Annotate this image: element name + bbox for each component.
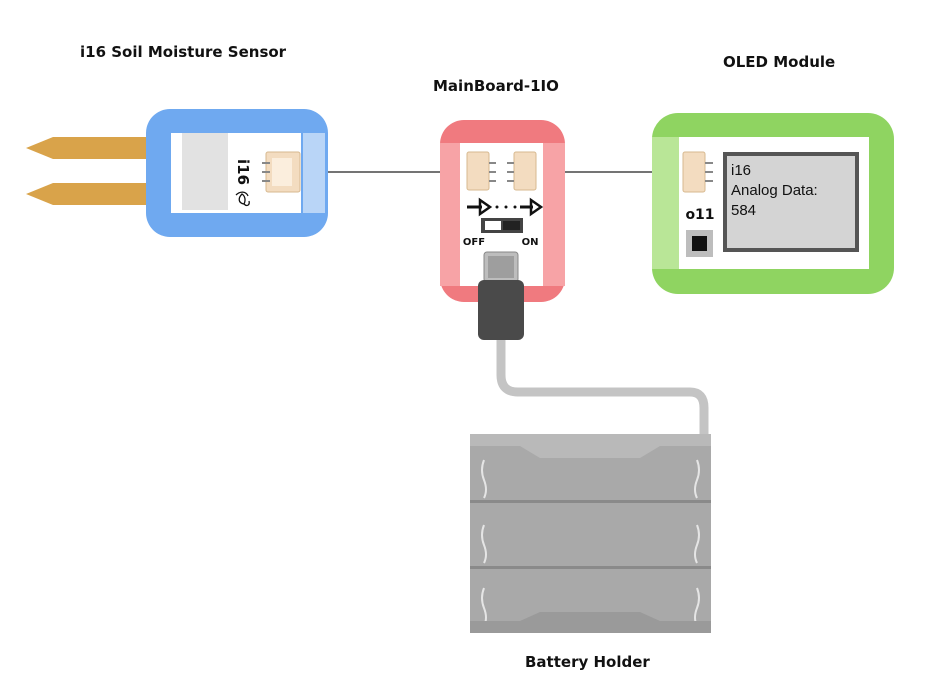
sensor-housing	[182, 133, 228, 210]
mainboard-title: MainBoard-1IO	[433, 77, 559, 95]
switch-off-label: OFF	[463, 237, 485, 248]
battery-holder	[470, 434, 711, 633]
usb-port	[483, 251, 519, 283]
mainboard-output-connector	[507, 151, 537, 191]
sensor-connector	[262, 151, 301, 193]
power-switch	[481, 218, 523, 233]
soil-moisture-sensor: i16	[26, 109, 328, 237]
oled-port-label: o11	[685, 207, 714, 223]
oled-connector	[682, 151, 713, 193]
oled-screen-line-3: 584	[731, 202, 757, 219]
oled-screen-line-2: Analog Data:	[731, 182, 818, 199]
mainboard-input-connector	[466, 151, 496, 191]
flow-arrow-icon	[467, 197, 544, 217]
oled-module: o11	[652, 113, 894, 294]
battery-title: Battery Holder	[525, 653, 650, 671]
oled-button	[686, 230, 713, 257]
sensor-title: i16 Soil Moisture Sensor	[80, 43, 287, 61]
usb-cable	[496, 338, 709, 440]
switch-on-label: ON	[522, 237, 539, 248]
mainboard: OFF ON	[440, 120, 565, 340]
oled-title: OLED Module	[723, 53, 836, 71]
sprout-icon	[235, 191, 250, 207]
sensor-port-label: i16	[234, 159, 252, 185]
usb-plug	[478, 280, 524, 340]
oled-screen-line-1: i16	[731, 162, 752, 179]
battery-case	[470, 434, 711, 633]
oled-screen	[727, 156, 855, 248]
